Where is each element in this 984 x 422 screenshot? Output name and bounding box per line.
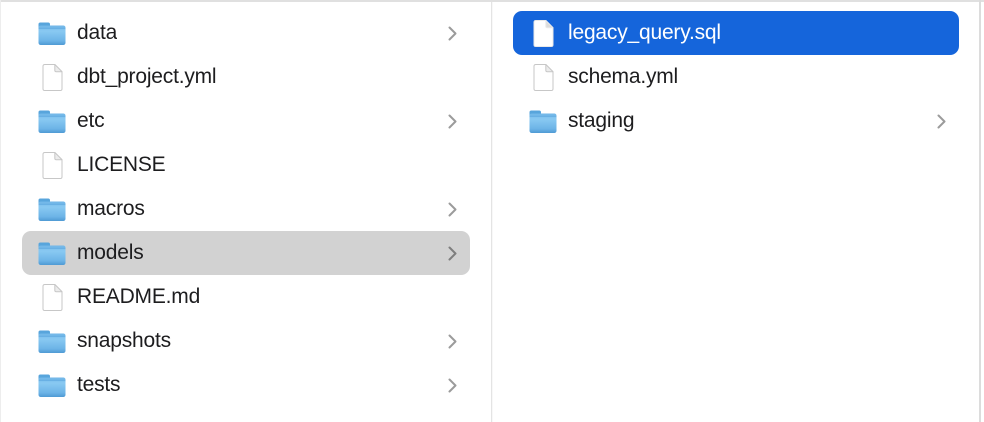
item-label: tests (77, 373, 121, 396)
window-top-border (0, 0, 984, 2)
chevron-right-icon (448, 202, 457, 216)
item-label: staging (568, 109, 635, 132)
item-label: snapshots (77, 329, 171, 352)
document-icon (533, 63, 553, 91)
folder-icon (38, 374, 66, 397)
item-label: data (77, 21, 118, 44)
icon-slot (37, 17, 67, 49)
icon-slot (528, 17, 558, 49)
chevron-indicator (447, 201, 458, 218)
folder-row-macros[interactable]: macros (22, 187, 470, 231)
chevron-right-icon (448, 246, 457, 260)
chevron-indicator (447, 25, 458, 42)
window-left-border (0, 0, 1, 422)
item-label: LICENSE (77, 153, 166, 176)
file-row-schema-yml[interactable]: schema.yml (513, 55, 959, 99)
item-label: etc (77, 109, 105, 132)
folder-row-tests[interactable]: tests (22, 363, 470, 407)
folder-icon (529, 110, 557, 133)
document-icon (42, 283, 62, 311)
file-row-license[interactable]: LICENSE (22, 143, 470, 187)
item-label: models (77, 241, 144, 264)
chevron-indicator (936, 113, 947, 130)
folder-icon (38, 330, 66, 353)
document-icon (42, 151, 62, 179)
icon-slot (37, 281, 67, 313)
chevron-right-icon (448, 26, 457, 40)
chevron-indicator (447, 113, 458, 130)
item-label: dbt_project.yml (77, 65, 217, 88)
chevron-right-icon (937, 114, 946, 128)
icon-slot (528, 105, 558, 137)
folder-icon (38, 198, 66, 221)
folder-icon (38, 110, 66, 133)
folder-row-etc[interactable]: etc (22, 99, 470, 143)
item-label: legacy_query.sql (568, 21, 721, 44)
icon-slot (37, 193, 67, 225)
item-label: macros (77, 197, 145, 220)
item-label: README.md (77, 285, 201, 308)
chevron-right-icon (448, 378, 457, 392)
chevron-indicator (447, 245, 458, 262)
finder-column-models: legacy_query.sql schema.yml staging (513, 11, 959, 143)
column-divider (491, 2, 492, 422)
icon-slot (37, 325, 67, 357)
folder-row-snapshots[interactable]: snapshots (22, 319, 470, 363)
icon-slot (528, 61, 558, 93)
chevron-right-icon (448, 334, 457, 348)
document-icon (42, 63, 62, 91)
chevron-right-icon (448, 114, 457, 128)
icon-slot (37, 149, 67, 181)
icon-slot (37, 237, 67, 269)
file-row-legacy-query-sql[interactable]: legacy_query.sql (513, 11, 959, 55)
chevron-indicator (447, 333, 458, 350)
folder-row-staging[interactable]: staging (513, 99, 959, 143)
folder-row-models[interactable]: models (22, 231, 470, 275)
folder-icon (38, 22, 66, 45)
window-right-border (979, 0, 981, 422)
chevron-indicator (447, 377, 458, 394)
icon-slot (37, 61, 67, 93)
file-row-dbt-project-yml[interactable]: dbt_project.yml (22, 55, 470, 99)
file-row-readme-md[interactable]: README.md (22, 275, 470, 319)
icon-slot (37, 105, 67, 137)
item-label: schema.yml (568, 65, 679, 88)
folder-row-data[interactable]: data (22, 11, 470, 55)
document-icon (533, 19, 553, 47)
folder-icon (38, 242, 66, 265)
icon-slot (37, 369, 67, 401)
